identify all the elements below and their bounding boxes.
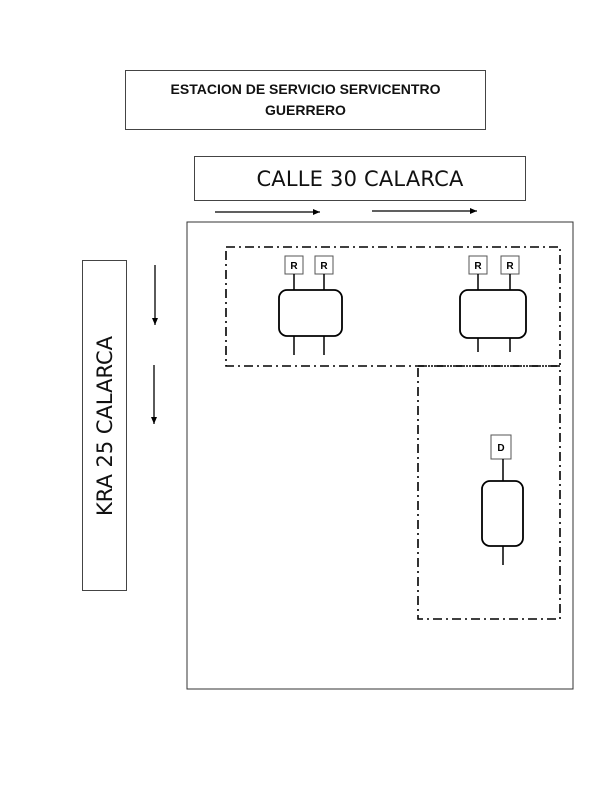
street-calle-30-label: CALLE 30 CALARCA (256, 166, 464, 191)
nozzle-label: R (506, 261, 514, 272)
dispenser-body (278, 289, 343, 337)
property-boundary (186, 221, 574, 690)
nozzle-label: R (320, 261, 328, 272)
station-title-box: ESTACION DE SERVICIO SERVICENTRO GUERRER… (125, 70, 486, 130)
nozzle-label-box (490, 434, 512, 460)
fuel-dispenser-diesel: D (481, 434, 524, 565)
regular-fuel-island-zone (225, 246, 561, 367)
nozzle-label: R (290, 261, 298, 272)
dispenser-body (481, 480, 524, 547)
fuel-dispenser-regular-1: R R (278, 255, 343, 355)
street-kra-25-box: KRA 25 CALARCA (82, 260, 127, 591)
station-title-line-1: ESTACION DE SERVICIO SERVICENTRO (170, 81, 441, 97)
dispenser-body (459, 289, 527, 339)
nozzle-label: D (497, 443, 504, 454)
fuel-dispenser-regular-2: R R (459, 255, 527, 352)
station-title-line-2: GUERRERO (265, 102, 346, 118)
diesel-fuel-island-zone (417, 365, 561, 620)
nozzle-label: R (474, 261, 482, 272)
street-calle-30-box: CALLE 30 CALARCA (194, 156, 526, 201)
